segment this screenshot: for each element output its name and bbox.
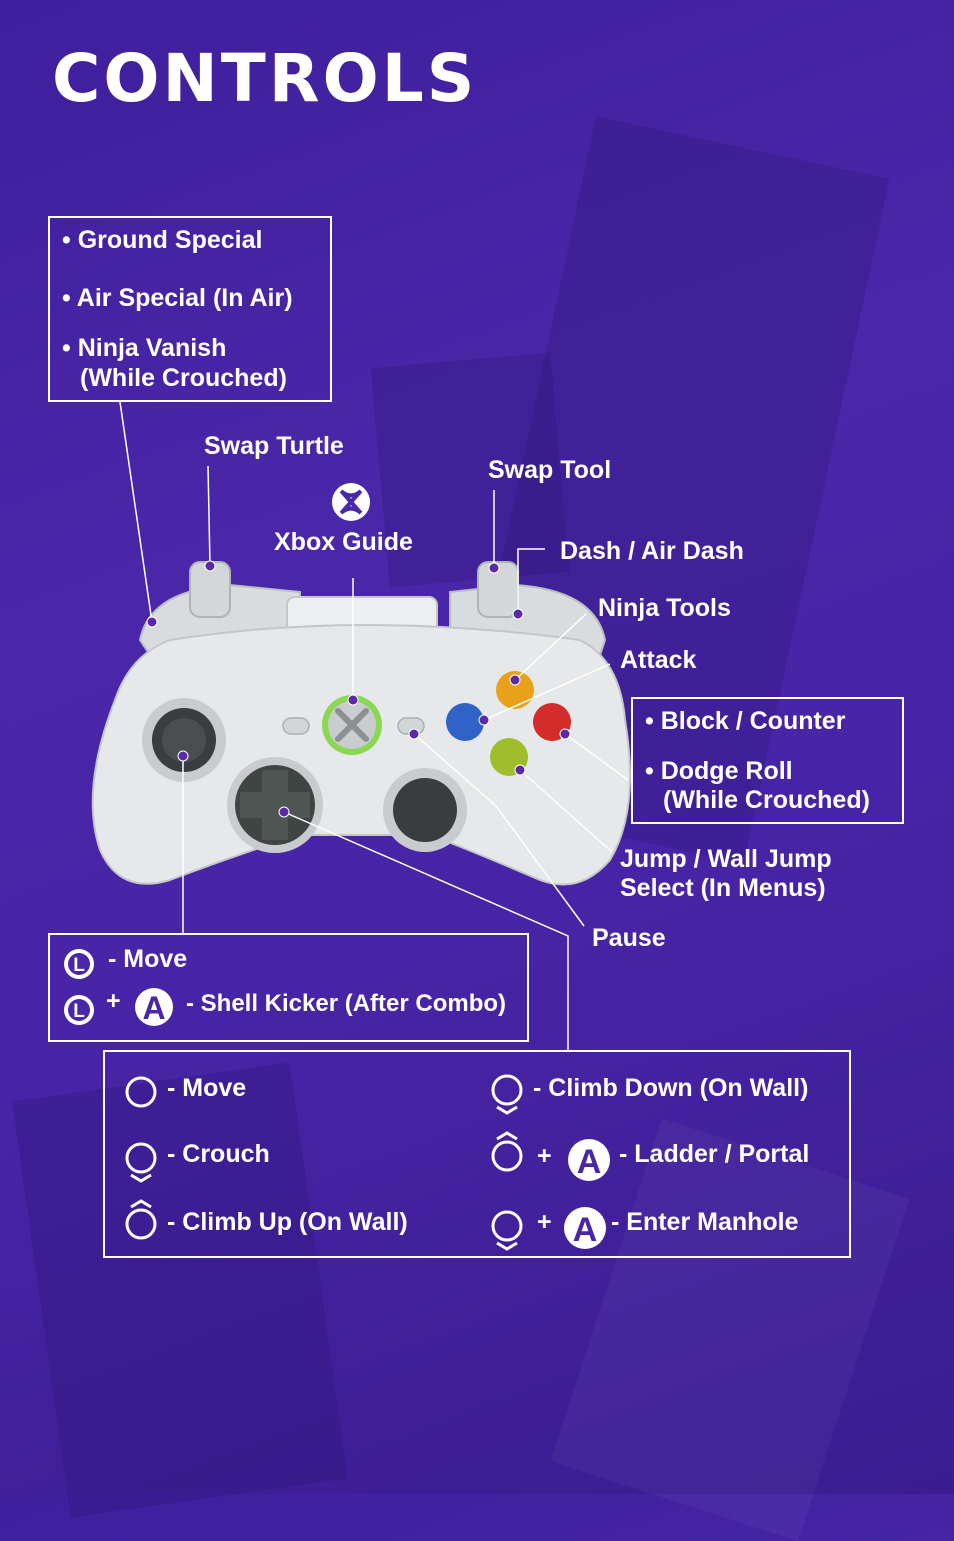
ninja-vanish-label: • Ninja Vanish: [62, 334, 227, 362]
dpad-up-icon: [123, 1198, 159, 1249]
xbox-logo-icon: [332, 483, 370, 521]
ninja-tools-label: Ninja Tools: [598, 594, 731, 622]
swap-turtle-label: Swap Turtle: [204, 432, 344, 460]
dpad-down-icon: [123, 1138, 159, 1189]
block-counter-label: • Block / Counter: [645, 707, 846, 735]
dpad-down-icon: [489, 1206, 525, 1257]
plus-sign: +: [537, 1142, 552, 1170]
controller-illustration: [91, 561, 631, 886]
page-title: CONTROLS: [52, 40, 478, 117]
stick-move-label: - Move: [108, 945, 188, 973]
air-special-label: • Air Special (In Air): [62, 284, 293, 312]
dpad-move-label: - Move: [167, 1074, 247, 1102]
dodge-roll-label: • Dodge Roll: [645, 757, 793, 785]
ground-special-label: • Ground Special: [62, 226, 263, 254]
dpad-up-icon: [489, 1130, 525, 1181]
left-stick-box: L - Move L + A - Shell Kicker (After Com…: [48, 933, 529, 1042]
left-stick-icon: L: [62, 993, 96, 1027]
left-trigger-box: • Ground Special • Air Special (In Air) …: [48, 216, 332, 402]
attack-label: Attack: [620, 646, 697, 674]
plus-sign: +: [537, 1208, 552, 1236]
select-label: Select (In Menus): [620, 874, 826, 902]
climb-down-label: - Climb Down (On Wall): [533, 1074, 809, 1102]
ninja-vanish-condition: (While Crouched): [80, 364, 287, 392]
dpad-down-icon: [489, 1070, 525, 1121]
a-button-letter: A: [577, 1143, 602, 1181]
a-button-icon: A: [134, 987, 174, 1027]
swap-tool-label: Swap Tool: [488, 456, 612, 484]
pause-label: Pause: [592, 924, 666, 952]
a-button-icon: A: [567, 1138, 611, 1187]
left-stick-letter: L: [73, 1001, 85, 1022]
dash-label: Dash / Air Dash: [560, 537, 744, 565]
ladder-portal-label: - Ladder / Portal: [619, 1140, 810, 1168]
plus-sign: +: [106, 987, 121, 1015]
climb-up-label: - Climb Up (On Wall): [167, 1208, 408, 1236]
shell-kicker-label: - Shell Kicker (After Combo): [186, 990, 507, 1017]
enter-manhole-label: - Enter Manhole: [611, 1208, 799, 1236]
dpad-box: - Move - Crouch - Climb Up (On Wall) - C…: [103, 1050, 851, 1258]
dodge-roll-condition: (While Crouched): [663, 786, 870, 814]
b-button-box: • Block / Counter • Dodge Roll (While Cr…: [631, 697, 904, 824]
left-stick-letter: L: [73, 955, 85, 976]
xbox-guide-label: Xbox Guide: [274, 528, 413, 556]
left-stick-icon: L: [62, 947, 96, 981]
dpad-icon: [123, 1070, 159, 1121]
a-button-icon: A: [563, 1206, 607, 1255]
a-button-letter: A: [573, 1211, 598, 1249]
a-button-letter: A: [142, 990, 165, 1026]
crouch-label: - Crouch: [167, 1140, 270, 1168]
callout-lines: [147, 561, 570, 817]
jump-label: Jump / Wall Jump: [620, 845, 832, 873]
